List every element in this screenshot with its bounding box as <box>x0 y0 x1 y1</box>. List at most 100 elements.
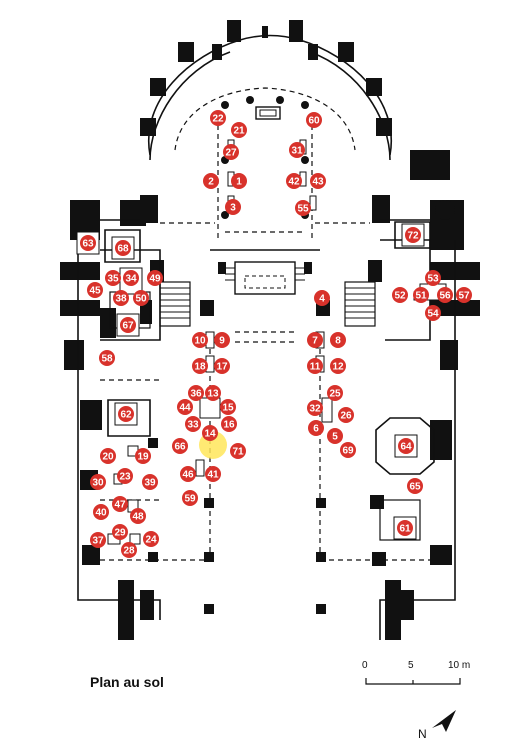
left-stair <box>159 281 191 327</box>
marker-25: 25 <box>327 385 343 401</box>
north-label: N <box>418 727 427 741</box>
tag-61: 61 <box>393 516 417 540</box>
svg-text:54: 54 <box>427 309 439 320</box>
marker-27: 27 <box>223 144 239 160</box>
svg-text:31: 31 <box>291 146 303 157</box>
svg-text:72: 72 <box>407 231 419 242</box>
marker-39: 39 <box>142 474 158 490</box>
svg-text:5: 5 <box>332 432 338 443</box>
svg-text:50: 50 <box>135 294 147 305</box>
svg-text:44: 44 <box>179 403 191 414</box>
marker-14: 14 <box>202 425 218 441</box>
marker-57: 57 <box>456 287 472 303</box>
marker-43: 43 <box>310 173 326 189</box>
svg-text:37: 37 <box>92 536 104 547</box>
marker-40: 40 <box>93 504 109 520</box>
svg-text:52: 52 <box>394 291 406 302</box>
svg-text:29: 29 <box>114 528 126 539</box>
marker-33: 33 <box>185 416 201 432</box>
map-title: Plan au sol <box>90 674 164 690</box>
marker-59: 59 <box>182 490 198 506</box>
marker-2: 2 <box>203 173 219 189</box>
tag-67: 67 <box>116 313 140 337</box>
svg-text:3: 3 <box>230 203 236 214</box>
marker-46: 46 <box>180 466 196 482</box>
svg-text:1: 1 <box>236 177 242 188</box>
svg-text:55: 55 <box>297 204 309 215</box>
marker-6: 6 <box>308 420 324 436</box>
svg-text:17: 17 <box>216 362 228 373</box>
marker-54: 54 <box>425 305 441 321</box>
svg-text:26: 26 <box>340 411 352 422</box>
transept <box>60 150 480 560</box>
marker-53: 53 <box>425 270 441 286</box>
svg-text:6: 6 <box>313 424 319 435</box>
svg-text:35: 35 <box>107 274 119 285</box>
svg-text:4: 4 <box>319 294 325 305</box>
svg-text:42: 42 <box>288 177 300 188</box>
marker-38: 38 <box>113 290 129 306</box>
marker-45: 45 <box>87 282 103 298</box>
svg-text:21: 21 <box>233 126 245 137</box>
svg-text:45: 45 <box>89 286 101 297</box>
choir <box>210 96 320 343</box>
svg-text:13: 13 <box>207 389 219 400</box>
marker-35: 35 <box>105 270 121 286</box>
svg-text:68: 68 <box>117 244 129 255</box>
svg-text:12: 12 <box>332 362 344 373</box>
marker-42: 42 <box>286 173 302 189</box>
marker-30: 30 <box>90 474 106 490</box>
svg-text:32: 32 <box>309 404 321 415</box>
svg-text:57: 57 <box>458 291 470 302</box>
tag-63: 63 <box>76 231 100 255</box>
svg-text:15: 15 <box>222 403 234 414</box>
marker-32: 32 <box>307 400 323 416</box>
marker-34: 34 <box>123 270 139 286</box>
marker-50: 50 <box>133 290 149 306</box>
svg-text:39: 39 <box>144 478 156 489</box>
marker-23: 23 <box>117 468 133 484</box>
altars <box>107 139 447 545</box>
svg-text:59: 59 <box>184 494 196 505</box>
marker-69: 69 <box>340 442 356 458</box>
marker-8: 8 <box>330 332 346 348</box>
marker-36: 36 <box>188 385 204 401</box>
svg-text:28: 28 <box>123 546 135 557</box>
svg-text:19: 19 <box>137 452 149 463</box>
marker-1: 1 <box>231 173 247 189</box>
scale-label-0: 0 <box>362 660 368 671</box>
marker-5: 5 <box>327 428 343 444</box>
marker-17: 17 <box>214 358 230 374</box>
scale-bar <box>365 678 461 685</box>
marker-71: 71 <box>230 443 246 459</box>
svg-text:27: 27 <box>225 148 237 159</box>
svg-text:33: 33 <box>187 420 199 431</box>
svg-text:58: 58 <box>101 354 113 365</box>
marker-56: 56 <box>437 287 453 303</box>
svg-text:46: 46 <box>182 470 194 481</box>
svg-text:64: 64 <box>400 442 412 453</box>
svg-text:71: 71 <box>232 447 244 458</box>
svg-text:43: 43 <box>312 177 324 188</box>
marker-28: 28 <box>121 542 137 558</box>
north-arrow-icon <box>432 710 456 732</box>
svg-text:23: 23 <box>119 472 131 483</box>
marker-60: 60 <box>306 112 322 128</box>
marker-19: 19 <box>135 448 151 464</box>
marker-31: 31 <box>289 142 305 158</box>
marker-37: 37 <box>90 532 106 548</box>
marker-15: 15 <box>220 399 236 415</box>
svg-text:34: 34 <box>125 274 137 285</box>
svg-text:24: 24 <box>145 535 157 546</box>
marker-51: 51 <box>413 287 429 303</box>
nave <box>77 221 456 640</box>
svg-text:25: 25 <box>329 389 341 400</box>
svg-text:38: 38 <box>115 294 127 305</box>
svg-text:8: 8 <box>335 336 341 347</box>
svg-text:53: 53 <box>427 274 439 285</box>
marker-7: 7 <box>307 332 323 348</box>
svg-text:63: 63 <box>82 239 94 250</box>
